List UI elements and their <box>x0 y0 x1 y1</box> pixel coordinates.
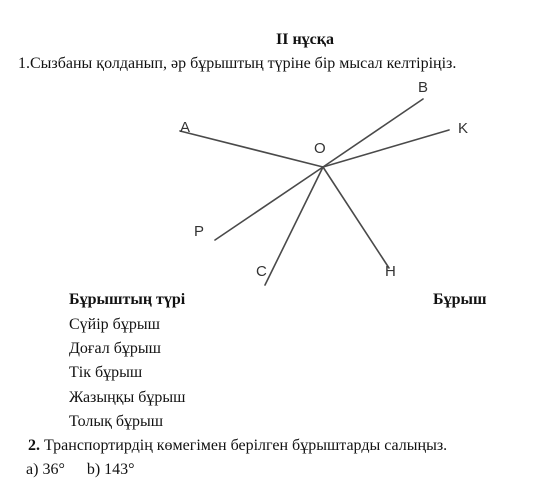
label-a: A <box>180 119 190 136</box>
variant-title: II нұсқа <box>276 31 334 48</box>
label-p: P <box>194 223 204 240</box>
task2-item-b-value: 143° <box>104 461 135 478</box>
ray-ob <box>322 98 424 168</box>
ray-oh <box>322 166 390 269</box>
label-o: O <box>314 140 326 157</box>
task1-text: 1.Сызбаны қолданып, әр бұрыштың түріне б… <box>18 55 457 72</box>
type-obtuse: Доғал бұрыш <box>69 340 161 357</box>
task2-text: 2. Транспортирдің көмегімен берілген бұр… <box>28 437 447 455</box>
type-acute: Сүйір бұрыш <box>69 316 160 333</box>
label-b: B <box>418 79 428 96</box>
ray-oa <box>179 130 324 168</box>
task2-instruction: Транспортирдің көмегімен берілген бұрышт… <box>44 437 448 454</box>
ray-op <box>214 166 324 241</box>
task2-number: 2. <box>28 437 40 454</box>
ray-ok <box>322 129 450 168</box>
label-k: K <box>458 120 468 137</box>
label-h: H <box>385 263 396 280</box>
task2-item-a-label: a) <box>26 461 39 478</box>
task2-items: a) 36° b) 143° <box>26 461 135 479</box>
ray-oc <box>264 166 324 286</box>
header-angle: Бұрыш <box>433 291 487 308</box>
header-angle-type: Бұрыштың түрі <box>69 291 186 308</box>
label-c: C <box>256 263 267 280</box>
type-straight: Жазыңқы бұрыш <box>69 389 186 406</box>
task2-item-a-value: 36° <box>42 461 65 478</box>
task2-item-b-label: b) <box>86 461 101 478</box>
type-full: Толық бұрыш <box>69 413 164 430</box>
type-right: Тік бұрыш <box>69 364 143 381</box>
